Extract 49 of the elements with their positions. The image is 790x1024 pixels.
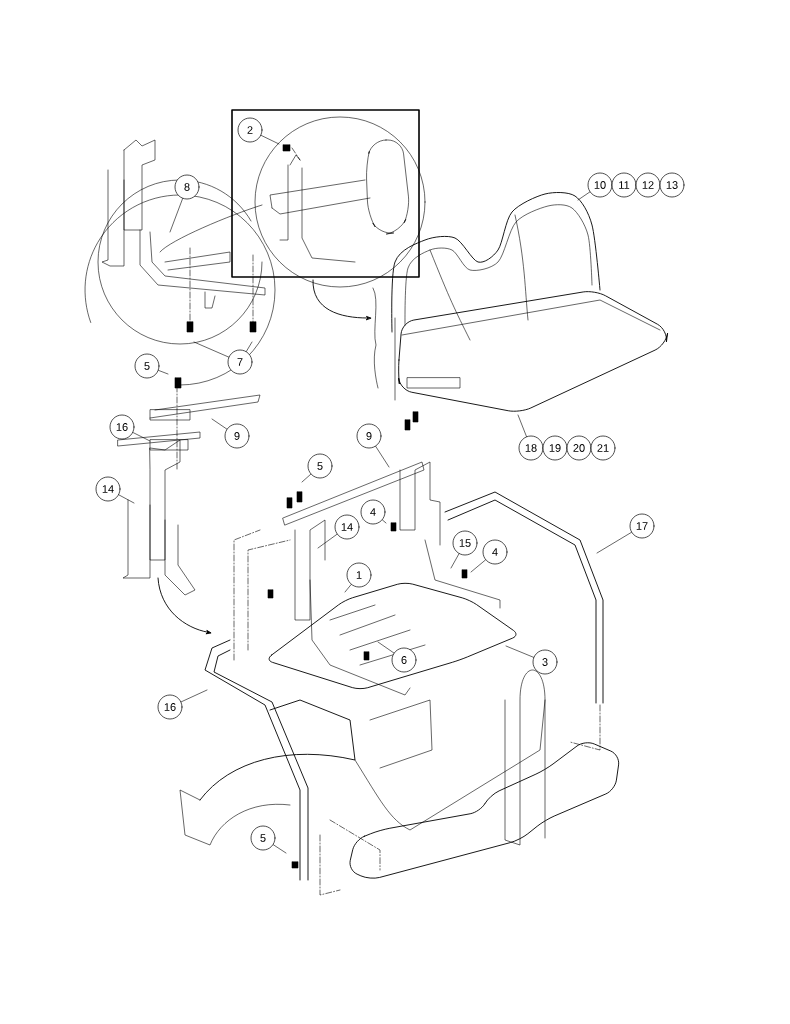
leader-line <box>450 553 460 569</box>
callout-number: 5 <box>250 825 276 851</box>
callout-number: 18 <box>518 435 544 461</box>
callout-number: 11 <box>611 172 637 198</box>
callout-number: 14 <box>95 476 121 502</box>
callout-number: 9 <box>224 423 250 449</box>
leader-line <box>382 519 387 524</box>
callout-number: 15 <box>452 530 478 556</box>
callout-number: 19 <box>542 435 568 461</box>
callout-number: 6 <box>391 647 417 673</box>
leader-line <box>375 446 390 468</box>
leader-line <box>377 641 395 654</box>
callout-number: 7 <box>227 349 253 375</box>
leader-line <box>596 532 632 554</box>
leader-line <box>273 844 287 854</box>
leader-line <box>211 418 228 430</box>
leader-line <box>577 191 591 201</box>
leader-line <box>260 135 280 145</box>
leader-line <box>344 584 352 593</box>
callout-number: 10 <box>587 172 613 198</box>
leader-line <box>517 414 527 437</box>
callout-number: 12 <box>635 172 661 198</box>
leader-line <box>246 341 253 352</box>
leader-line <box>158 370 169 375</box>
callout-number: 1 <box>346 562 372 588</box>
leader-line <box>118 494 135 504</box>
callout-number: 9 <box>356 423 382 449</box>
leader-line <box>193 341 229 358</box>
callout-number: 3 <box>532 649 558 675</box>
leader-line <box>505 645 534 658</box>
leader-line <box>301 473 312 483</box>
callout-number: 4 <box>360 499 386 525</box>
leader-line <box>132 432 151 442</box>
callout-number: 14 <box>334 514 360 540</box>
leader-line <box>180 689 208 703</box>
callout-number: 5 <box>307 453 333 479</box>
callout-number: 5 <box>134 353 160 379</box>
callout-number: 16 <box>109 414 135 440</box>
leader-line <box>169 198 183 233</box>
callout-number: 13 <box>659 172 685 198</box>
callout-number: 17 <box>629 513 655 539</box>
callout-number: 8 <box>174 174 200 200</box>
callout-number: 2 <box>237 117 263 143</box>
callout-number: 20 <box>566 435 592 461</box>
leader-line <box>470 559 486 573</box>
leader-line <box>317 533 338 549</box>
callout-number: 21 <box>590 435 616 461</box>
callout-number: 16 <box>157 694 183 720</box>
callout-number: 4 <box>482 539 508 565</box>
